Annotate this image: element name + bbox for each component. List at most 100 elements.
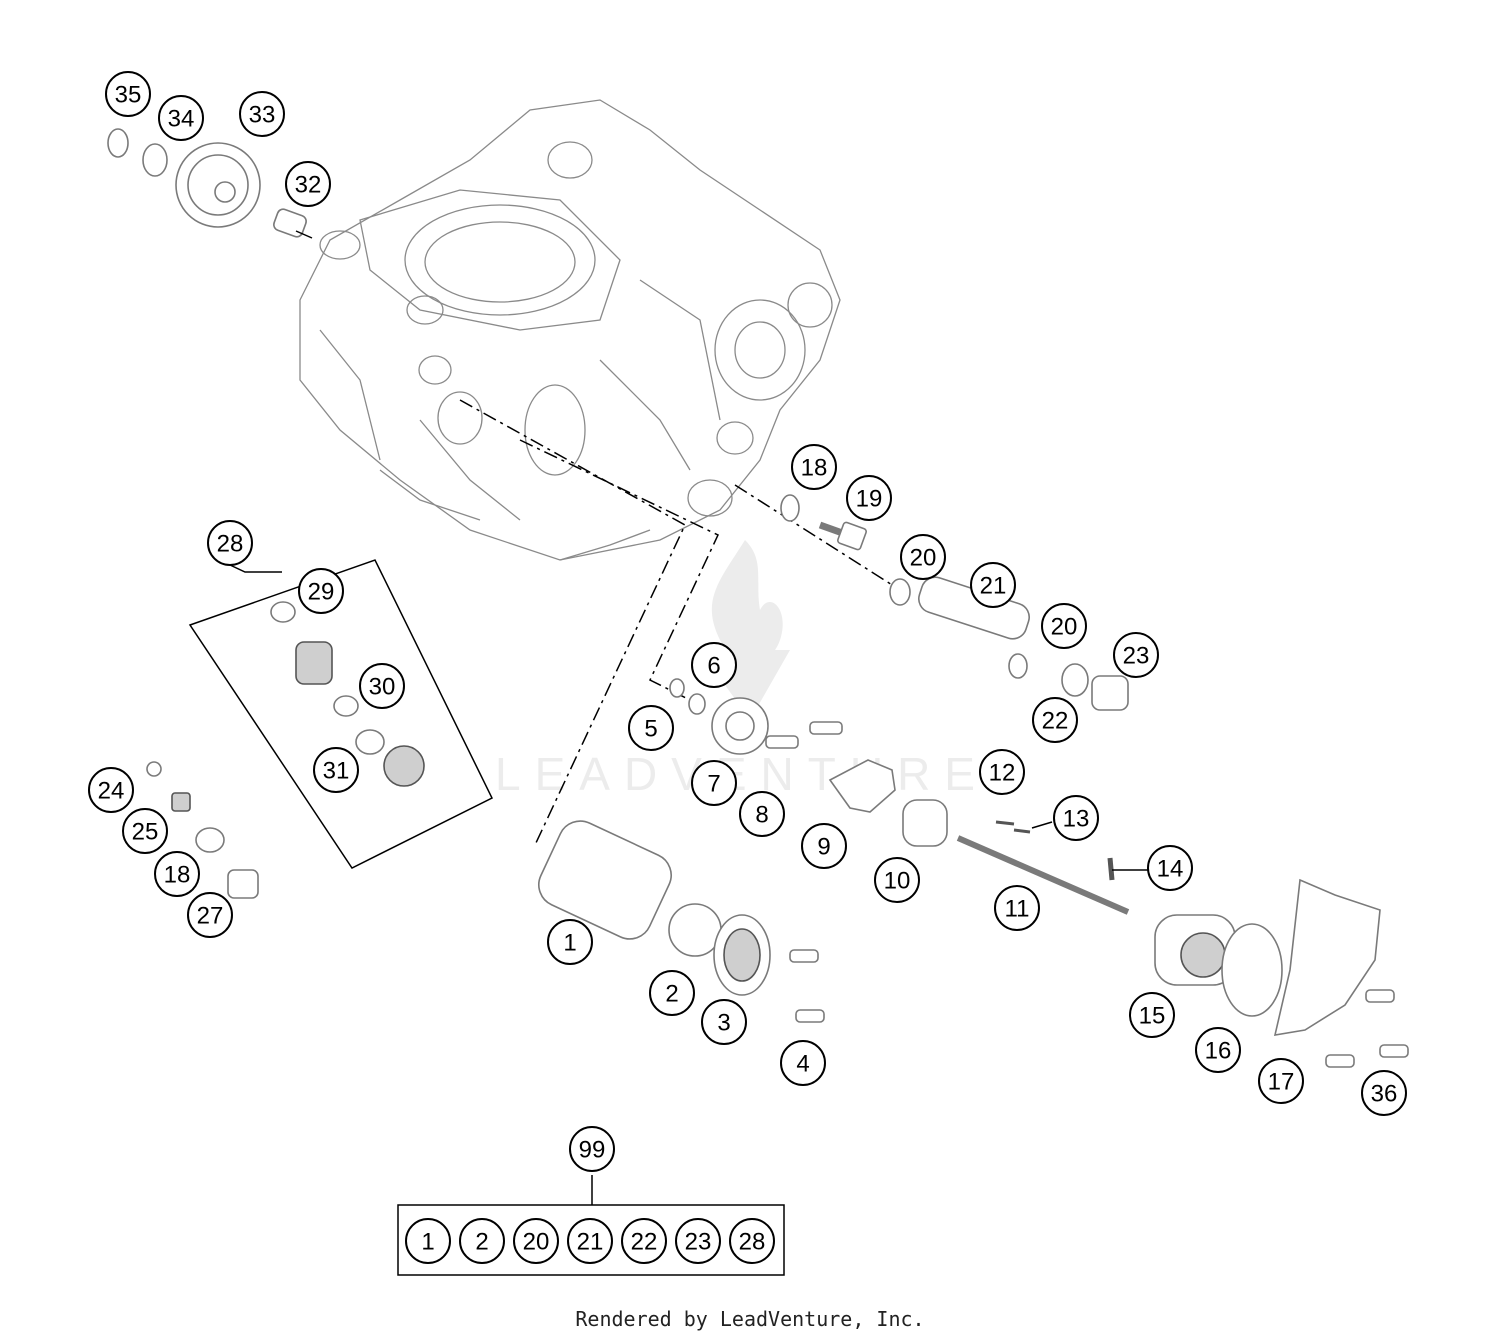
callout-3[interactable]: 3 xyxy=(701,999,747,1045)
callout-14[interactable]: 14 xyxy=(1147,845,1193,891)
callout-19[interactable]: 19 xyxy=(846,475,892,521)
callout-11[interactable]: 11 xyxy=(994,885,1040,931)
callout-4[interactable]: 4 xyxy=(780,1040,826,1086)
ball-24 xyxy=(146,761,162,777)
callout-circle xyxy=(122,808,168,854)
callout-label: 31 xyxy=(323,758,350,785)
callout-label: 34 xyxy=(168,106,195,133)
kit-item-circle xyxy=(729,1218,775,1264)
callout-30[interactable]: 30 xyxy=(359,663,405,709)
callout-6[interactable]: 6 xyxy=(691,642,737,688)
callouts: 1234567891011121314151617181819202021222… xyxy=(88,71,1407,1172)
callout-22[interactable]: 22 xyxy=(1032,697,1078,743)
kit-item-label: 2 xyxy=(475,1229,488,1256)
callout-label: 3 xyxy=(717,1010,730,1037)
callout-label: 8 xyxy=(755,802,768,829)
o-ring-20b xyxy=(1008,653,1028,679)
callout-circle xyxy=(359,663,405,709)
kit-item-23[interactable]: 23 xyxy=(675,1218,721,1264)
callout-circle xyxy=(239,91,285,137)
callout-circle xyxy=(846,475,892,521)
callout-32[interactable]: 32 xyxy=(285,161,331,207)
callout-31[interactable]: 31 xyxy=(313,747,359,793)
callout-circle xyxy=(1129,992,1175,1038)
callout-circle xyxy=(1053,795,1099,841)
kit-item-2[interactable]: 2 xyxy=(459,1218,505,1264)
callout-35[interactable]: 35 xyxy=(105,71,151,117)
callout-label: 18 xyxy=(164,862,191,889)
callout-circle xyxy=(1361,1070,1407,1116)
callout-label: 28 xyxy=(217,531,244,558)
callout-25[interactable]: 25 xyxy=(122,808,168,854)
callout-circle xyxy=(285,161,331,207)
centerline-screen xyxy=(734,484,901,591)
callout-16[interactable]: 16 xyxy=(1195,1027,1241,1073)
kit-item-circle xyxy=(621,1218,667,1264)
callout-circle xyxy=(298,568,344,614)
cover-17 xyxy=(1273,878,1381,1036)
screw-8b xyxy=(809,721,843,735)
screw-8a xyxy=(765,735,799,749)
callout-20b[interactable]: 20 xyxy=(1041,603,1087,649)
callout-33[interactable]: 33 xyxy=(239,91,285,137)
kit-item-28[interactable]: 28 xyxy=(729,1218,775,1264)
callout-label: 9 xyxy=(817,834,830,861)
callout-label: 33 xyxy=(249,102,276,129)
callout-circle xyxy=(569,1126,615,1172)
callout-label: 99 xyxy=(579,1137,606,1164)
callout-34[interactable]: 34 xyxy=(158,95,204,141)
callout-label: 19 xyxy=(856,486,883,513)
callout-7[interactable]: 7 xyxy=(691,760,737,806)
callout-5[interactable]: 5 xyxy=(628,705,674,751)
callout-15[interactable]: 15 xyxy=(1129,992,1175,1038)
callout-label: 7 xyxy=(707,771,720,798)
fitting-30 xyxy=(295,641,333,685)
callout-circle xyxy=(628,705,674,751)
callout-1[interactable]: 1 xyxy=(547,919,593,965)
callout-circle xyxy=(649,970,695,1016)
callout-13[interactable]: 13 xyxy=(1053,795,1099,841)
callout-circle xyxy=(701,999,747,1045)
bushing-32 xyxy=(273,208,307,238)
washer-18a xyxy=(780,494,800,522)
callout-27[interactable]: 27 xyxy=(187,892,233,938)
callout-10[interactable]: 10 xyxy=(874,857,920,903)
callout-99[interactable]: 99 xyxy=(569,1126,615,1172)
pump-15 xyxy=(1154,914,1236,986)
callout-circle xyxy=(207,520,253,566)
callout-circle xyxy=(739,791,785,837)
callout-29[interactable]: 29 xyxy=(298,568,344,614)
crankcase xyxy=(299,99,841,561)
kit-item-21[interactable]: 21 xyxy=(567,1218,613,1264)
callout-8[interactable]: 8 xyxy=(739,791,785,837)
callout-circle xyxy=(1032,697,1078,743)
plate-9 xyxy=(828,759,896,813)
callout-circle xyxy=(874,857,920,903)
callout-23[interactable]: 23 xyxy=(1113,632,1159,678)
callout-circle xyxy=(791,444,837,490)
callout-label: 24 xyxy=(98,778,125,805)
o-ring-2 xyxy=(668,903,722,957)
o-ring-16 xyxy=(1221,923,1283,1017)
o-ring-22 xyxy=(1061,663,1089,697)
callout-12[interactable]: 12 xyxy=(979,749,1025,795)
callout-28[interactable]: 28 xyxy=(207,520,253,566)
callout-label: 20 xyxy=(1051,614,1078,641)
callout-label: 21 xyxy=(980,573,1007,600)
kit-item-circle xyxy=(513,1218,559,1264)
callout-24[interactable]: 24 xyxy=(88,767,134,813)
callout-17[interactable]: 17 xyxy=(1258,1058,1304,1104)
callout-20a[interactable]: 20 xyxy=(900,534,946,580)
callout-21[interactable]: 21 xyxy=(970,562,1016,608)
callout-9[interactable]: 9 xyxy=(801,823,847,869)
callout-circle xyxy=(900,534,946,580)
callout-18b[interactable]: 18 xyxy=(154,851,200,897)
callout-label: 29 xyxy=(308,579,335,606)
callout-36[interactable]: 36 xyxy=(1361,1070,1407,1116)
kit-item-20[interactable]: 20 xyxy=(513,1218,559,1264)
callout-18a[interactable]: 18 xyxy=(791,444,837,490)
kit-item-22[interactable]: 22 xyxy=(621,1218,667,1264)
kit-item-1[interactable]: 1 xyxy=(405,1218,451,1264)
plug-31 xyxy=(383,745,425,787)
callout-2[interactable]: 2 xyxy=(649,970,695,1016)
